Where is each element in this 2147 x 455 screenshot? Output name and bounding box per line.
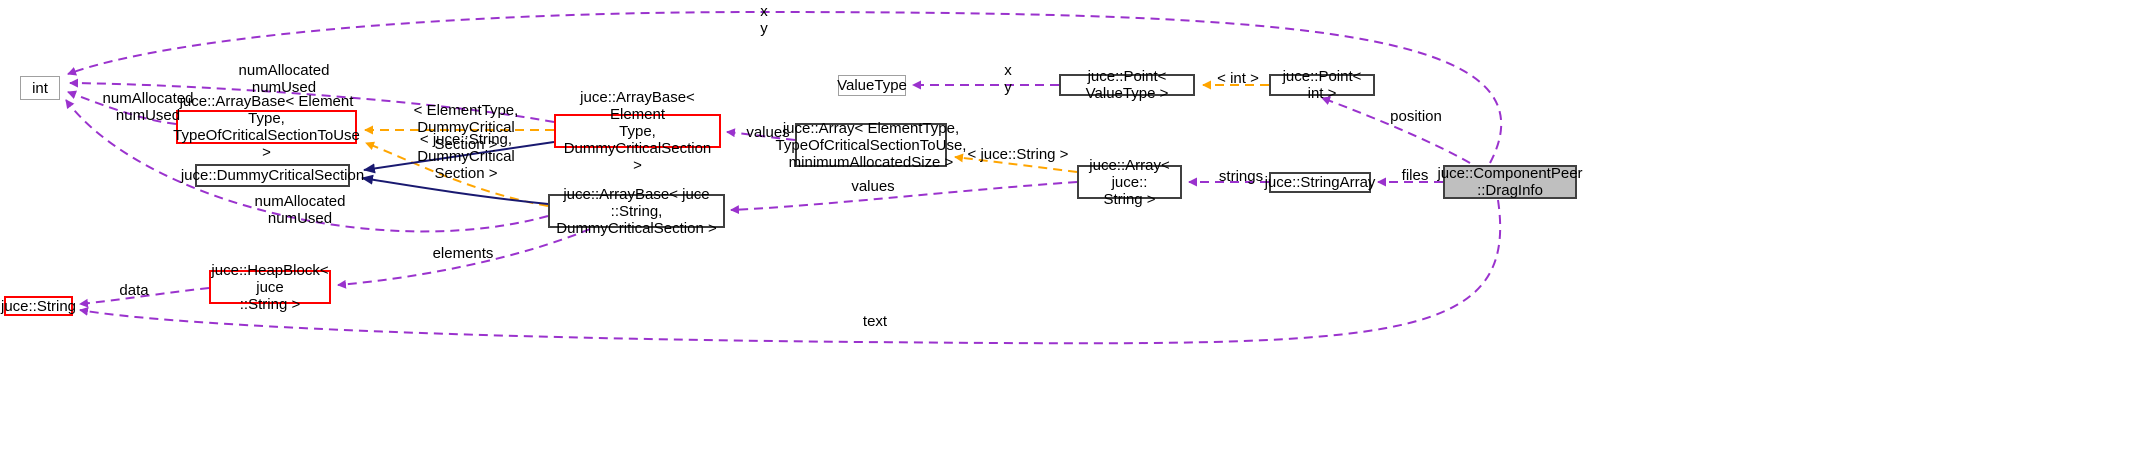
edge-label-template-jucestring: < juce::String, DummyCritical Section > (417, 131, 515, 182)
edge-label-elements: elements (432, 245, 494, 262)
edge-label-numallocated-numused-1: numAllocated numUsed (238, 62, 330, 96)
edge-label-xy-top: x y (760, 3, 768, 37)
edge-label-template-string: < juce::String > (967, 146, 1069, 163)
node-int[interactable]: int (20, 76, 60, 100)
edge-tmpl-jucestring (365, 141, 549, 207)
edge-inherit-dcs-a (363, 141, 555, 174)
edge-tmpl-array-string (954, 153, 1078, 173)
edge-label-template-elementtype: < ElementType, DummyCritical Section > (413, 102, 519, 153)
node-componentpeer-draginfo[interactable]: juce::ComponentPeer ::DragInfo (1437, 165, 1583, 199)
edge-data (79, 287, 210, 308)
edge-label-files: files (1401, 167, 1429, 184)
edge-label-template-int: < int > (1217, 70, 1259, 87)
node-array-jucestring[interactable]: juce::Array< juce:: String > (1077, 157, 1182, 208)
node-heapblock-jucestring[interactable]: juce::HeapBlock< juce ::String > (209, 262, 331, 313)
edge-label-values-2: values (851, 178, 895, 195)
edge-label-xy-valuetype: x y (1004, 62, 1012, 96)
node-valuetype[interactable]: ValueType (837, 75, 907, 96)
edge-label-data: data (119, 282, 149, 299)
node-point-int[interactable]: juce::Point< int > (1269, 68, 1375, 102)
node-arraybase-jucestring[interactable]: juce::ArrayBase< juce ::String, DummyCri… (548, 186, 725, 237)
node-array-generic[interactable]: juce::Array< ElementType, TypeOfCritical… (775, 119, 967, 171)
edge-label-text: text (862, 313, 888, 330)
edge-label-position: position (1390, 108, 1442, 125)
edge-position (1321, 96, 1471, 164)
edge-label-numallocated-numused-3: numAllocated numUsed (254, 193, 346, 227)
edge-inherit-dcs-b (361, 174, 549, 205)
node-juce-string[interactable]: juce::String (0, 296, 77, 316)
edge-arraybase-tocs-int (67, 90, 177, 125)
node-dummycriticalsection[interactable]: juce::DummyCriticalSection (181, 164, 364, 187)
node-arraybase-dummycriticalsection[interactable]: juce::ArrayBase< Element Type, DummyCrit… (554, 89, 721, 174)
edge-values-string (730, 181, 1078, 215)
edge-elements (337, 228, 591, 289)
node-stringarray[interactable]: juce::StringArray (1264, 172, 1376, 193)
node-point-valuetype[interactable]: juce::Point< ValueType > (1059, 68, 1195, 102)
inheritance-edges (361, 141, 555, 205)
node-arraybase-typeofcriticalsectiontouse[interactable]: juce::ArrayBase< Element Type, TypeOfCri… (173, 93, 360, 161)
edge-label-strings: strings (1218, 168, 1264, 185)
